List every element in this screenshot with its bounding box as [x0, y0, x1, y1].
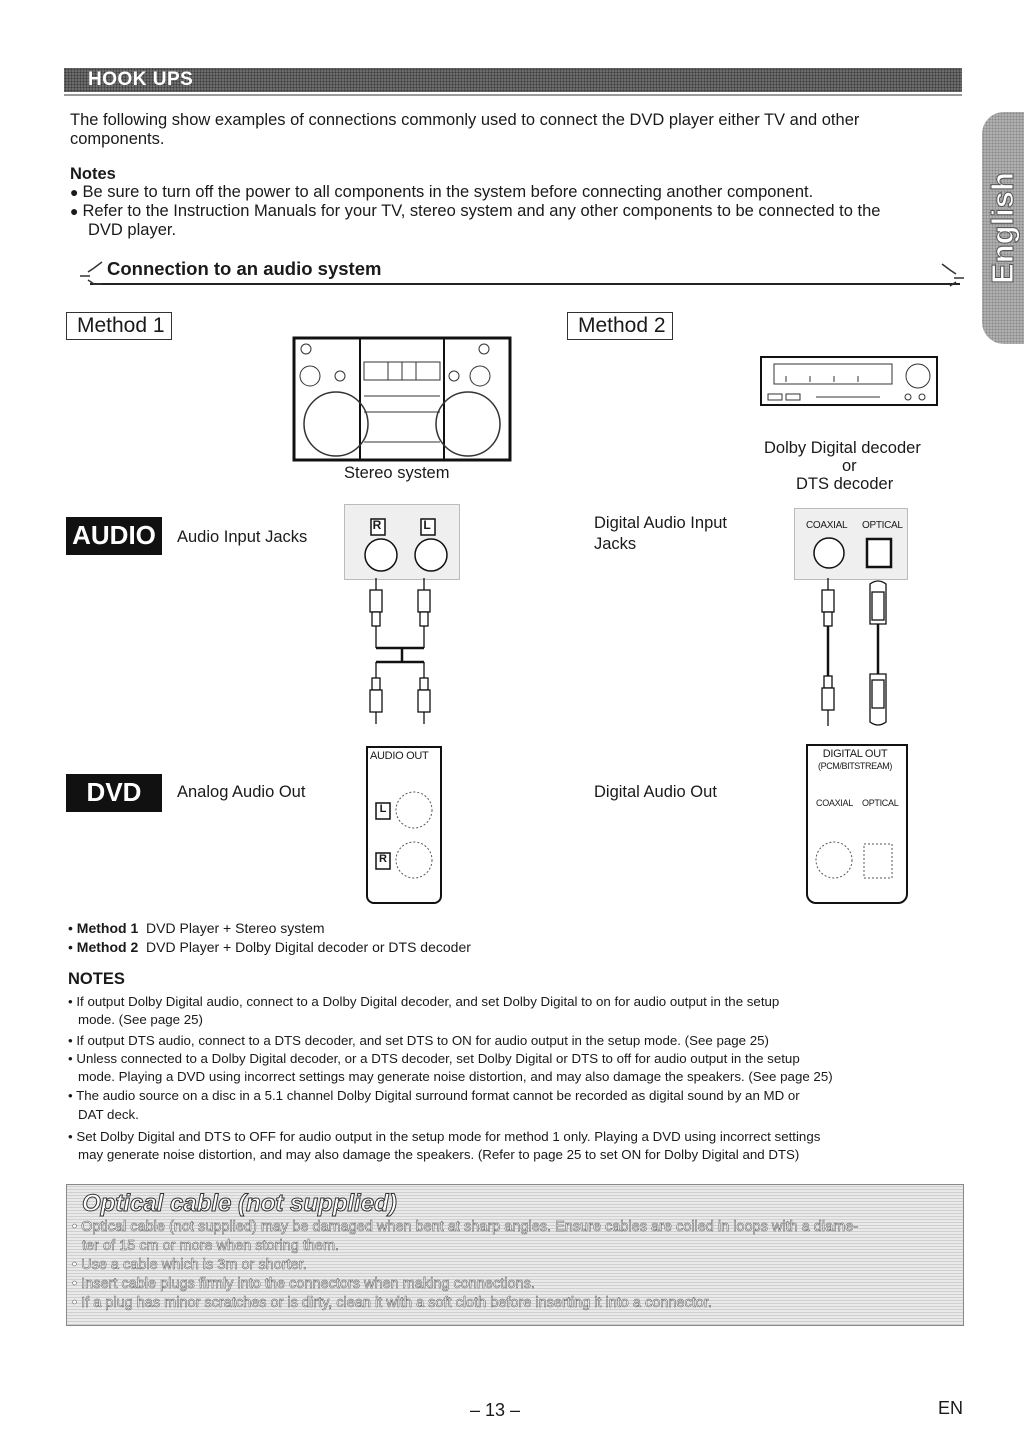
digital-out-panel-title: DIGITAL OUT: [822, 748, 888, 760]
header-bar: [64, 68, 962, 92]
note-item-continued: DVD player.: [70, 221, 965, 240]
method-summary-text: DVD Player + Dolby Digital decoder or DT…: [146, 939, 471, 955]
notes2-text: mode. (See page 25): [78, 1012, 203, 1027]
decoder-label-line1: Dolby Digital decoder: [764, 439, 921, 457]
method-summary-name: Method 1: [76, 920, 139, 936]
method1-label: Method 1: [66, 312, 172, 340]
optical-line: • Insert cable plugs firmly into the con…: [72, 1276, 535, 1293]
notes2-item-cont: DAT deck.: [68, 1106, 963, 1124]
digital-audio-input-label-2: Jacks: [594, 535, 637, 553]
jack-optical-label: OPTICAL: [862, 520, 903, 531]
plug-left-icon: [78, 256, 108, 291]
digital-out-panel-subtitle: (PCM/BITSTREAM): [818, 761, 892, 771]
plug-right-icon: [936, 258, 966, 293]
decoder-illustration: [760, 356, 940, 413]
language-tab-label: English: [985, 172, 1021, 285]
notes2-item: • If output Dolby Digital audio, connect…: [68, 994, 780, 1009]
stereo-system-illustration: [292, 336, 512, 467]
optical-line: • Use a cable which is 3m or shorter.: [72, 1257, 307, 1274]
panel-optical-label: OPTICAL: [862, 798, 899, 808]
notes2-item-cont: mode. (See page 25): [68, 1011, 963, 1029]
panel-l-label: L: [379, 803, 387, 815]
notes2-item-cont: may generate noise distortion, and may a…: [68, 1146, 963, 1164]
header-divider: [64, 94, 962, 96]
notes2-item: • Unless connected to a Dolby Digital de…: [68, 1051, 800, 1066]
note-text: Be sure to turn off the power to all com…: [82, 183, 814, 201]
digital-out-panel: [806, 744, 908, 904]
note-text: Refer to the Instruction Manuals for you…: [82, 202, 881, 220]
decoder-label-line3: DTS decoder: [796, 475, 894, 493]
jack-l-label: L: [423, 518, 431, 532]
audio-badge: AUDIO: [66, 517, 162, 555]
notes2-text: The audio source on a disc in a 5.1 chan…: [76, 1088, 800, 1103]
notes2-item-cont: mode. Playing a DVD using incorrect sett…: [68, 1068, 963, 1086]
jack-r-label: R: [372, 518, 382, 532]
method-summary-name: Method 2: [76, 939, 139, 955]
page-number: – 13 –: [470, 1400, 521, 1420]
digital-audio-out-label: Digital Audio Out: [594, 783, 717, 801]
language-tab: [982, 112, 1024, 344]
decoder-label-line2: or: [842, 457, 857, 475]
note-item: ●Be sure to turn off the power to all co…: [70, 183, 814, 201]
method-summary-text: DVD Player + Stereo system: [146, 920, 325, 936]
analog-audio-out-label: Analog Audio Out: [177, 783, 306, 801]
optical-text: If a plug has minor scratches or is dirt…: [81, 1295, 712, 1312]
optical-text: Use a cable which is 3m or shorter.: [81, 1257, 307, 1274]
audio-input-jack-panel: [344, 504, 460, 580]
page-language-code: EN: [938, 1398, 964, 1418]
dvd-badge: DVD: [66, 774, 162, 812]
note-text: DVD player.: [88, 221, 177, 239]
panel-r-label: R: [379, 853, 387, 865]
digital-audio-input-label-1: Digital Audio Input: [594, 514, 728, 532]
optical-cable-box: [66, 1184, 964, 1326]
audio-out-panel: [366, 746, 442, 904]
optical-line: • If a plug has minor scratches or is di…: [72, 1295, 712, 1312]
optical-line-cont: ter of 15 cm or more when storing them.: [72, 1237, 962, 1256]
panel-coaxial-label: COAXIAL: [816, 798, 853, 808]
stereo-system-label: Stereo system: [344, 464, 450, 482]
digital-input-jack-panel: [794, 508, 908, 580]
optical-line: • Optical cable (not supplied) may be da…: [72, 1219, 859, 1236]
notes2-text: If output DTS audio, connect to a DTS de…: [76, 1033, 769, 1048]
section-rule: [90, 283, 960, 285]
rca-cable-illustration: [356, 578, 446, 729]
intro-text: The following show examples of connectio…: [70, 111, 860, 148]
audio-out-panel-title: AUDIO OUT: [370, 750, 429, 762]
optical-cable-title: Optical cable (not supplied): [82, 1190, 398, 1218]
method-summary-2: • Method 2 DVD Player + Dolby Digital de…: [68, 939, 471, 955]
notes2-item: • Set Dolby Digital and DTS to OFF for a…: [68, 1129, 821, 1144]
method-summary-1: • Method 1 DVD Player + Stereo system: [68, 920, 325, 936]
notes2-text: mode. Playing a DVD using incorrect sett…: [78, 1069, 833, 1084]
notes2-text: Unless connected to a Dolby Digital deco…: [76, 1051, 800, 1066]
optical-text: Insert cable plugs firmly into the conne…: [81, 1276, 535, 1293]
method2-label: Method 2: [567, 312, 673, 340]
optical-text: Optical cable (not supplied) may be dama…: [81, 1219, 859, 1236]
notes2-text: DAT deck.: [78, 1107, 139, 1122]
page-title: HOOK UPS: [88, 69, 194, 90]
notes2-item: • If output DTS audio, connect to a DTS …: [68, 1033, 769, 1048]
section-title: Connection to an audio system: [107, 258, 382, 279]
jack-coaxial-label: COAXIAL: [806, 520, 848, 531]
digital-cable-illustration: [810, 578, 900, 733]
optical-text: ter of 15 cm or more when storing them.: [82, 1238, 340, 1255]
notes2-text: may generate noise distortion, and may a…: [78, 1147, 800, 1162]
language-tab-label-wrap: English: [982, 112, 1024, 344]
notes2-item: • The audio source on a disc in a 5.1 ch…: [68, 1088, 800, 1103]
notes2-title: NOTES: [68, 970, 125, 988]
notes2-text: If output Dolby Digital audio, connect t…: [76, 994, 780, 1009]
audio-input-jacks-label: Audio Input Jacks: [177, 528, 308, 546]
notes2-text: Set Dolby Digital and DTS to OFF for aud…: [76, 1129, 821, 1144]
notes-title: Notes: [70, 165, 116, 183]
note-item: ●Refer to the Instruction Manuals for yo…: [70, 202, 881, 220]
